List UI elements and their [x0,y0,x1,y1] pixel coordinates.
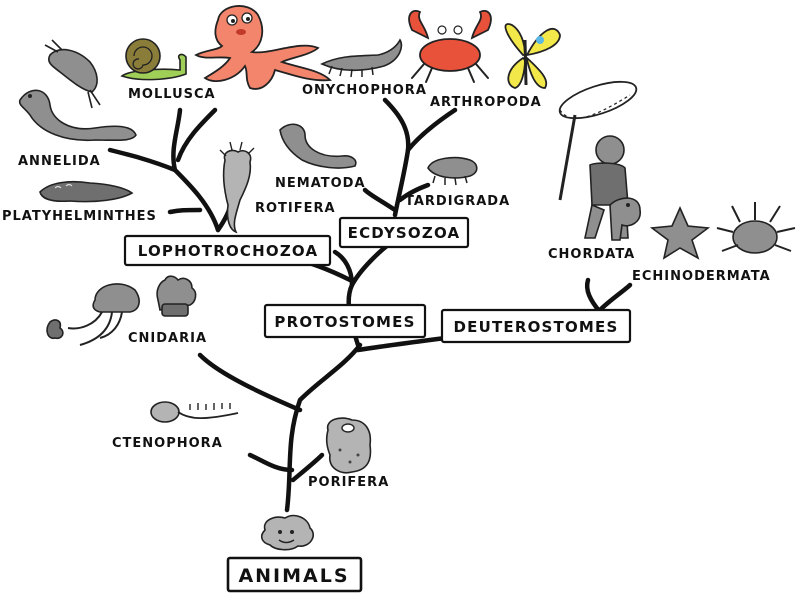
porifera-branch [290,452,325,483]
butterfly-illustration [504,23,561,89]
chordata-label: CHORDATA [548,247,635,262]
platyhelminthes-label: PLATYHELMINTHES [2,209,157,224]
cnidaria-label: CNIDARIA [128,331,207,346]
rotifer-illustration [219,141,255,234]
ecdysozoa-label: ECDYSOZOA [348,224,461,242]
deuterostome-up-branch [597,282,633,313]
porifera-label: PORIFERA [308,475,389,490]
mollusca-branch [175,107,218,163]
tardigrada-branch [397,182,431,203]
ecdysozoa-box: ECDYSOZOA [338,216,470,249]
deuterostome-branch [355,335,448,353]
animals-box: ANIMALS [226,556,363,593]
ctenophora-branch [247,452,295,473]
annelida-label: ANNELIDA [18,154,101,169]
arthropoda-branch [405,107,458,153]
starfish-illustration [649,206,711,260]
urchin-illustration [716,202,796,254]
crustacean-illustration [44,39,101,109]
platy-branch [167,207,203,215]
comb-jelly-illustration [150,401,239,423]
nematode-illustration [279,123,357,169]
protostomes-label: PROTOSTOMES [274,313,415,331]
echinodermata-label: ECHINODERMATA [632,269,771,284]
ancestor-blob-illustration [260,514,314,551]
onychophora-label: ONYCHOPHORA [302,83,427,98]
nematoda-branch [362,187,398,213]
anemone-illustration [156,275,197,317]
tree-branches [107,97,633,513]
flatworm-illustration [39,180,134,203]
ctenophora-label: CTENOPHORA [112,436,223,451]
snail-illustration [120,38,187,81]
annelid-worm-illustration [18,89,137,142]
dog-illustration [609,197,641,241]
deutero-connector [584,277,603,315]
rotifera-label: ROTIFERA [255,201,336,216]
lophotrochozoa-box: LOPHOTROCHOZOA [123,234,332,267]
octopus-illustration [194,5,332,90]
jellyfish-illustration [46,283,140,346]
velvet-worm-illustration [320,38,403,78]
deuterostomes-label: DEUTEROSTOMES [453,318,618,336]
deuterostomes-box: DEUTEROSTOMES [440,308,632,344]
mollusca-label: MOLLUSCA [128,87,216,102]
lophotrochozoa-label: LOPHOTROCHOZOA [138,242,319,260]
tardigrade-illustration [427,156,478,186]
annelida-branch [107,147,178,173]
protostomes-box: PROTOSTOMES [263,303,427,339]
arthropoda-label: ARTHROPODA [430,95,542,110]
nematoda-label: NEMATODA [275,176,366,191]
trunk-branch [284,342,363,513]
tardigrada-label: TARDIGRADA [405,194,510,209]
crab-illustration [408,10,492,83]
cnidaria-branch [197,352,303,413]
sponge-illustration [325,417,372,474]
animals-title: ANIMALS [238,565,349,587]
